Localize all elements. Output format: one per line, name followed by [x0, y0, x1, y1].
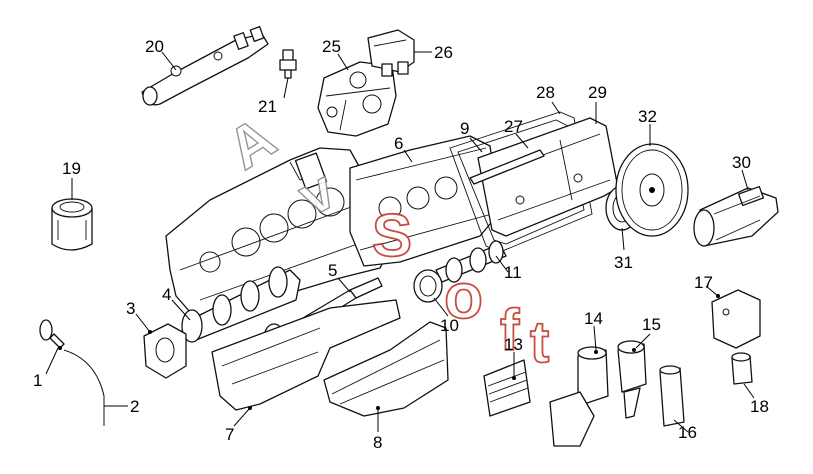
part-18-rubber-mount: [731, 352, 753, 385]
part-32-flywheel: [615, 143, 689, 237]
svg-text:7: 7: [225, 425, 234, 444]
callout-20: 20: [145, 37, 177, 71]
part-29-valve-cover: [477, 117, 619, 237]
svg-text:f: f: [500, 298, 520, 363]
callout-21: 21: [258, 77, 289, 116]
part-3-seal-housing: [143, 323, 187, 379]
part-14-oil-filter-housing: [549, 346, 609, 447]
part-17-engine-mount: [711, 289, 761, 349]
callout-31: 31: [614, 227, 633, 272]
part-30-starter: [693, 185, 779, 247]
callout-19: 19: [62, 159, 81, 200]
callout-26: 26: [414, 43, 453, 62]
svg-text:10: 10: [440, 316, 459, 335]
svg-text:6: 6: [394, 134, 403, 153]
svg-text:2: 2: [130, 397, 139, 416]
svg-text:3: 3: [126, 299, 135, 318]
callout-14: 14: [584, 309, 603, 351]
svg-text:5: 5: [328, 261, 337, 280]
part-16-filter-element: [659, 365, 685, 427]
part-8-lower-oil-pan: [323, 321, 449, 417]
svg-text:16: 16: [678, 423, 697, 442]
callout-28: 28: [536, 83, 561, 115]
part-25-throttle-housing: [317, 61, 397, 137]
svg-text:19: 19: [62, 159, 81, 178]
svg-text:29: 29: [588, 83, 607, 102]
callout-8: 8: [373, 408, 382, 452]
callout-4: 4: [162, 285, 191, 321]
callout-9: 9: [460, 119, 483, 153]
svg-text:18: 18: [750, 397, 769, 416]
part-20-fuel-rail: [141, 26, 269, 106]
svg-text:15: 15: [642, 315, 661, 334]
callout-3: 3: [126, 299, 151, 333]
svg-text:t: t: [530, 310, 549, 375]
callout-27: 27: [504, 117, 529, 149]
svg-text:1: 1: [33, 371, 42, 390]
part-11-camshaft: [435, 240, 507, 283]
svg-text:27: 27: [504, 117, 523, 136]
svg-text:28: 28: [536, 83, 555, 102]
callout-10: 10: [433, 297, 459, 335]
svg-text:32: 32: [638, 107, 657, 126]
callout-7: 7: [225, 407, 251, 444]
callout-16: 16: [673, 419, 697, 442]
svg-text:20: 20: [145, 37, 164, 56]
callout-13: 13: [504, 335, 523, 376]
svg-text:8: 8: [373, 433, 382, 452]
svg-text:31: 31: [614, 253, 633, 272]
callout-5: 5: [328, 261, 351, 293]
part-4-crankshaft: [181, 266, 301, 343]
engine-block: [165, 147, 391, 319]
svg-text:25: 25: [322, 37, 341, 56]
part-13-oil-cooler: [483, 359, 531, 417]
svg-text:13: 13: [504, 335, 523, 354]
callout-25: 25: [322, 37, 349, 71]
part-9-28-gaskets: [449, 111, 593, 253]
svg-text:9: 9: [460, 119, 469, 138]
callout-29: 29: [588, 83, 607, 124]
svg-text:S: S: [372, 202, 412, 269]
part-15-filter-cartridge: [617, 340, 647, 419]
part-10-bearing-ring: [413, 269, 443, 303]
callout-2: 2: [104, 397, 139, 416]
callout-18: 18: [743, 383, 769, 416]
svg-text:11: 11: [504, 263, 522, 282]
callout-17: 17: [694, 273, 719, 297]
part-2-dipstick-tube: [63, 349, 105, 426]
part-27-camshaft: [469, 149, 545, 185]
svg-text:26: 26: [434, 43, 453, 62]
svg-text:21: 21: [258, 97, 277, 116]
svg-text:30: 30: [732, 153, 751, 172]
callout-1: 1: [33, 347, 59, 390]
part-26-sensor: [367, 29, 415, 77]
callouts: 1 2 3 4 5 6 7 8: [33, 37, 769, 452]
svg-text:o: o: [444, 260, 483, 332]
callout-30: 30: [732, 153, 751, 191]
svg-text:4: 4: [162, 285, 171, 304]
part-21-sensor: [279, 49, 297, 79]
part-6-cylinder-head: [349, 135, 501, 267]
part-19-oil-filter: [51, 198, 93, 251]
part-1-dipstick: [39, 319, 65, 350]
callout-6: 6: [394, 134, 413, 163]
svg-text:17: 17: [694, 273, 713, 292]
callout-11: 11: [495, 255, 522, 282]
callout-32: 32: [638, 107, 657, 146]
svg-text:14: 14: [584, 309, 603, 328]
callout-15: 15: [635, 315, 661, 349]
